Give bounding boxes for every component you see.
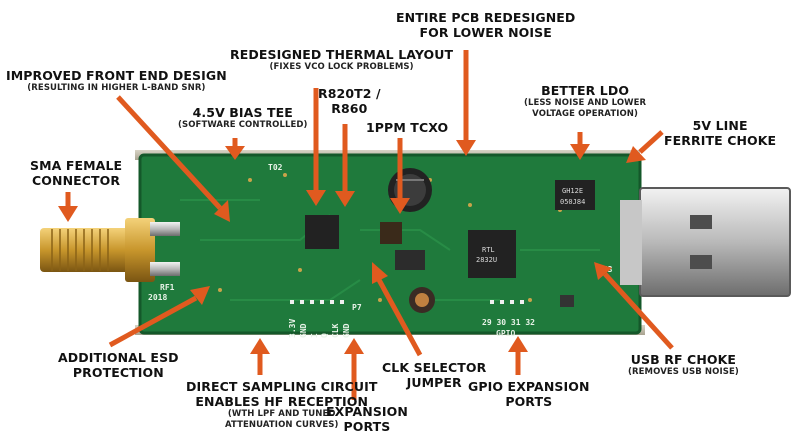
svg-text:CLK: CLK	[331, 323, 340, 338]
svg-text:RF1: RF1	[160, 283, 175, 292]
tuner-chip	[305, 215, 339, 249]
svg-text:2018: 2018	[148, 293, 167, 302]
label-bias-tee: 4.5V BIAS TEE (SOFTWARE CONTROLLED)	[178, 105, 308, 130]
label-usb-choke: USB RF CHOKE (REMOVES USB NOISE)	[628, 352, 739, 377]
label-ldo: BETTER LDO (LESS NOISE AND LOWER VOLTAGE…	[524, 83, 647, 119]
label-front-end: IMPROVED FRONT END DESIGN (RESULTING IN …	[6, 68, 227, 93]
silk-pin-3v3: 3.3V	[288, 319, 297, 338]
svg-text:Q: Q	[320, 333, 329, 338]
label-entire-pcb: ENTIRE PCB REDESIGNED FOR LOWER NOISE	[396, 10, 576, 40]
label-gpio: GPIO EXPANSION PORTS	[468, 379, 590, 409]
silk-gpio: GPIO	[496, 329, 515, 338]
svg-text:I: I	[310, 333, 319, 338]
tcxo-chip	[380, 222, 402, 244]
arrow-esd	[108, 295, 198, 348]
label-thermal-layout: REDESIGNED THERMAL LAYOUT (FIXES VCO LOC…	[230, 47, 454, 72]
svg-text:P7: P7	[352, 303, 362, 312]
usb-plug	[640, 188, 790, 296]
label-clk: CLK SELECTOR JUMPER	[382, 360, 487, 390]
svg-text:T02: T02	[268, 163, 283, 172]
svg-text:29 30 31 32: 29 30 31 32	[482, 318, 535, 327]
arrow-front-end	[116, 95, 222, 210]
label-esd: ADDITIONAL ESD PROTECTION	[58, 350, 179, 380]
ldo-marking-1: GH12E	[562, 187, 583, 195]
arrow-clk	[375, 276, 423, 357]
arrow-usb-choke	[603, 272, 674, 350]
label-direct-sampling: DIRECT SAMPLING CIRCUIT ENABLES HF RECEP…	[186, 379, 378, 430]
label-sma: SMA FEMALE CONNECTOR	[30, 158, 123, 188]
ldo-chip	[555, 180, 595, 210]
rtl-chip	[468, 230, 516, 278]
label-tuner: R820T2 / R860	[318, 86, 381, 116]
label-tcxo: 1PPM TCXO	[366, 120, 449, 135]
ldo-marking-2: 050J84	[560, 198, 585, 206]
label-ferrite: 5V LINE FERRITE CHOKE	[664, 118, 777, 148]
arrow-ferrite	[638, 130, 664, 154]
svg-text:2832U: 2832U	[476, 256, 497, 264]
label-expansion: EXPANSION PORTS	[326, 404, 408, 434]
svg-text:RTL: RTL	[482, 246, 495, 254]
svg-text:GND: GND	[342, 323, 351, 338]
svg-text:GND: GND	[299, 323, 308, 338]
